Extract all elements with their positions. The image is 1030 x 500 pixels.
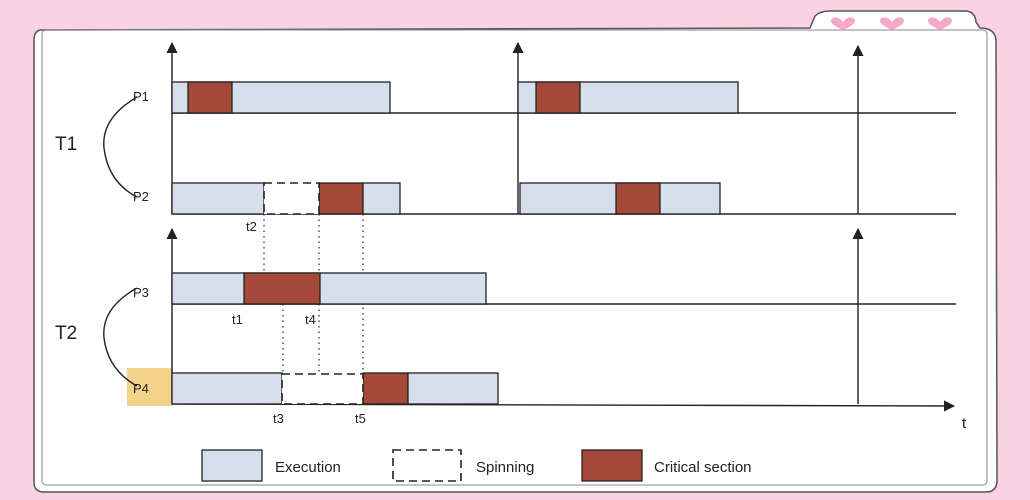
- time-marker-t4: t4: [305, 312, 316, 327]
- p1-critical-bar: [187, 81, 233, 114]
- t2-brace: [103, 287, 138, 387]
- process-label-p2: P2: [133, 189, 149, 204]
- legend-critical-label: Critical section: [654, 459, 752, 476]
- heart-icon: [831, 17, 855, 30]
- process-label-p4: P4: [133, 381, 149, 396]
- t1-brace: [103, 96, 138, 198]
- process-label-p1: P1: [133, 89, 149, 104]
- hearts-decoration: [831, 17, 952, 30]
- p2-critical-bar-2: [615, 182, 661, 215]
- time-marker-t2: t2: [246, 219, 257, 234]
- p2-execution-bar: [171, 182, 265, 215]
- heart-icon: [880, 17, 904, 30]
- p2-critical-bar: [318, 182, 364, 215]
- p3-critical-bar: [243, 272, 321, 305]
- p2-spinning-box: [263, 182, 320, 215]
- p4-spinning-box: [281, 373, 364, 405]
- card-inner-border: [41, 29, 988, 486]
- p4-execution-bar: [171, 372, 283, 405]
- process-label-p3: P3: [133, 285, 149, 300]
- group-label-t1: T1: [55, 134, 77, 155]
- p1-critical-bar-2: [535, 81, 581, 114]
- time-marker-t1: t1: [232, 312, 243, 327]
- card-background: [33, 10, 998, 493]
- legend-spinning-swatch: [392, 449, 462, 482]
- group-label-t2: T2: [55, 323, 77, 344]
- time-axis-label: t: [962, 415, 967, 432]
- time-marker-t3: t3: [273, 411, 284, 426]
- legend-spinning-label: Spinning: [476, 459, 534, 476]
- p4-execution-bar-end: [407, 372, 499, 405]
- legend: Execution Spinning Critical section: [201, 449, 752, 482]
- p4-highlight: [127, 368, 173, 406]
- time-marker-t5: t5: [355, 411, 366, 426]
- legend-execution-swatch: [201, 449, 263, 482]
- p2-execution-bar-end: [362, 182, 401, 215]
- heart-icon: [928, 17, 952, 30]
- p3-execution-bar: [171, 272, 487, 305]
- legend-critical-swatch: [581, 449, 643, 482]
- legend-execution-label: Execution: [275, 459, 341, 476]
- p4-critical-bar: [362, 372, 409, 405]
